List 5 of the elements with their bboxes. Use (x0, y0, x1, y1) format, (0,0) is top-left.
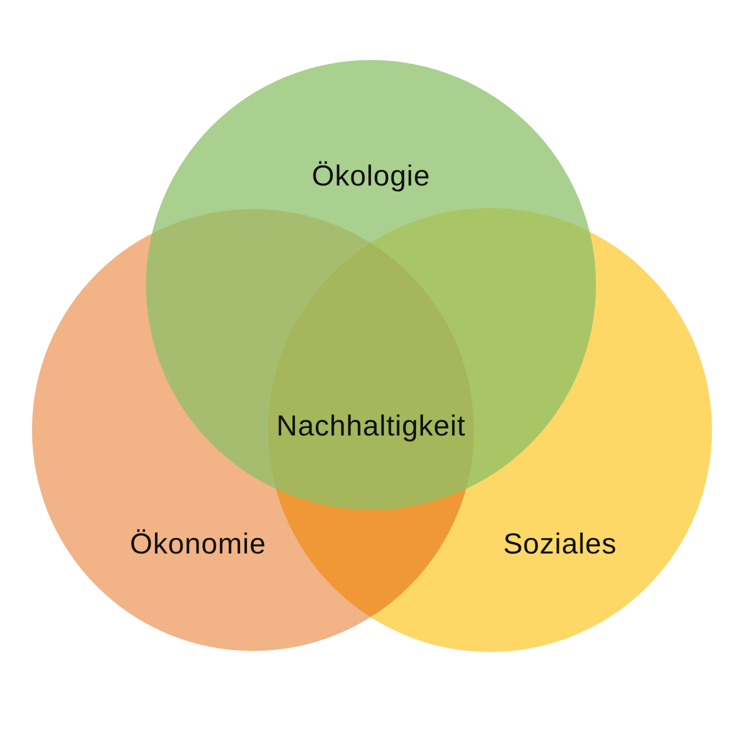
circle-label: Ökologie (312, 160, 430, 194)
circle-label: Ökonomie (130, 528, 266, 562)
venn-circle (146, 60, 596, 510)
circle-label: Soziales (503, 528, 617, 562)
intersection-label: Nachhaltigkeit (276, 410, 466, 444)
